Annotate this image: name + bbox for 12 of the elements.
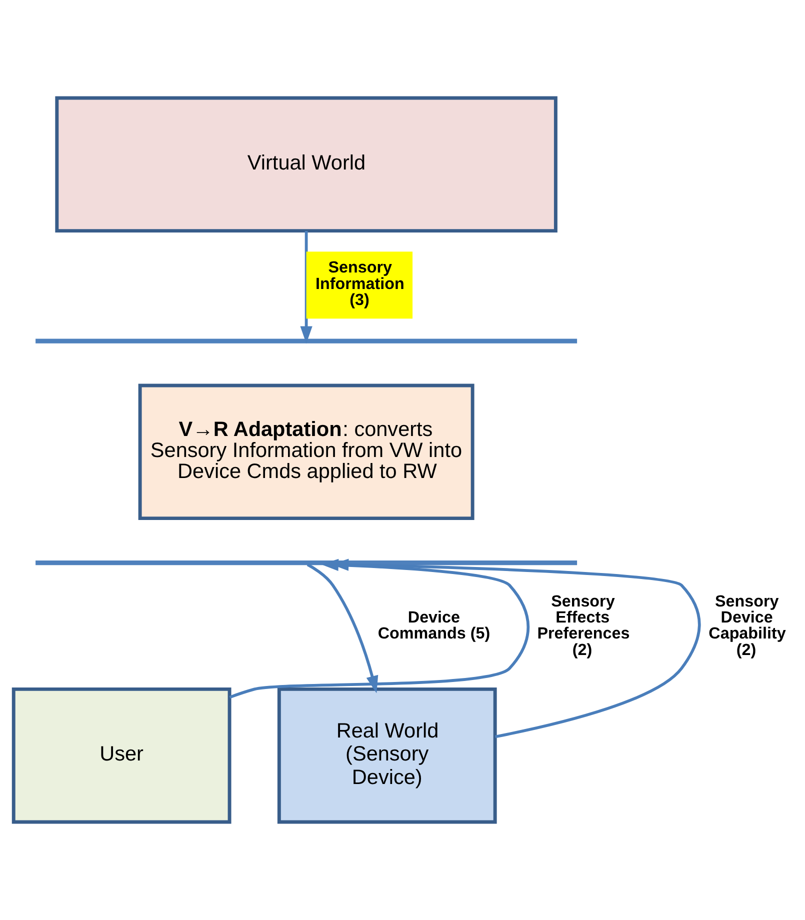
edge-label: Device Commands (5) <box>377 608 490 643</box>
node-bar <box>35 560 577 566</box>
node-box: Virtual World <box>54 96 557 233</box>
edge-label: Sensory Information (3) <box>315 258 404 309</box>
node-box: User <box>11 687 231 824</box>
arrow <box>228 558 530 699</box>
edge-label: Sensory Device Capability (2) <box>708 592 786 659</box>
node-box: Real World (Sensory Device) <box>276 687 496 824</box>
node-bar <box>35 338 577 344</box>
node-box: V→R Adaptation: converts Sensory Information from VW into Device Cmds applied to RW <box>138 384 474 520</box>
edge-label: Sensory Effects Preferences (2) <box>536 592 630 659</box>
arrow <box>300 231 312 344</box>
